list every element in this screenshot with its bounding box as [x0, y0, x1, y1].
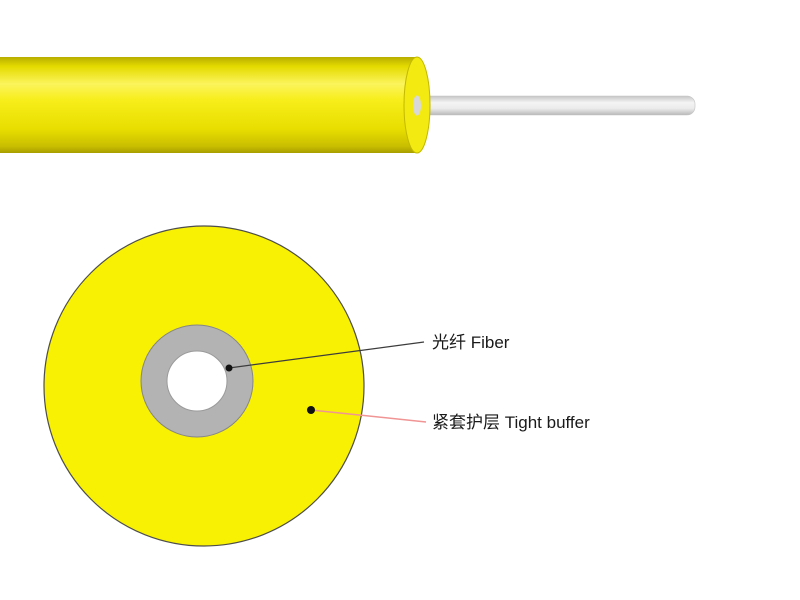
- buffer-leader-line: [310, 409, 427, 423]
- buffer-label: 紧套护层 Tight buffer: [432, 413, 590, 432]
- fiber-label: 光纤 Fiber: [432, 333, 510, 352]
- fiber-core: [166, 350, 228, 412]
- cable-jacket-cylinder: [0, 57, 417, 153]
- bare-fiber-rod: [416, 95, 696, 116]
- fiber-point-dot: [225, 364, 233, 372]
- fiber-leader-line: [228, 341, 425, 369]
- buffer-point-dot: [307, 406, 315, 414]
- fiber-exit-hole: [413, 95, 421, 116]
